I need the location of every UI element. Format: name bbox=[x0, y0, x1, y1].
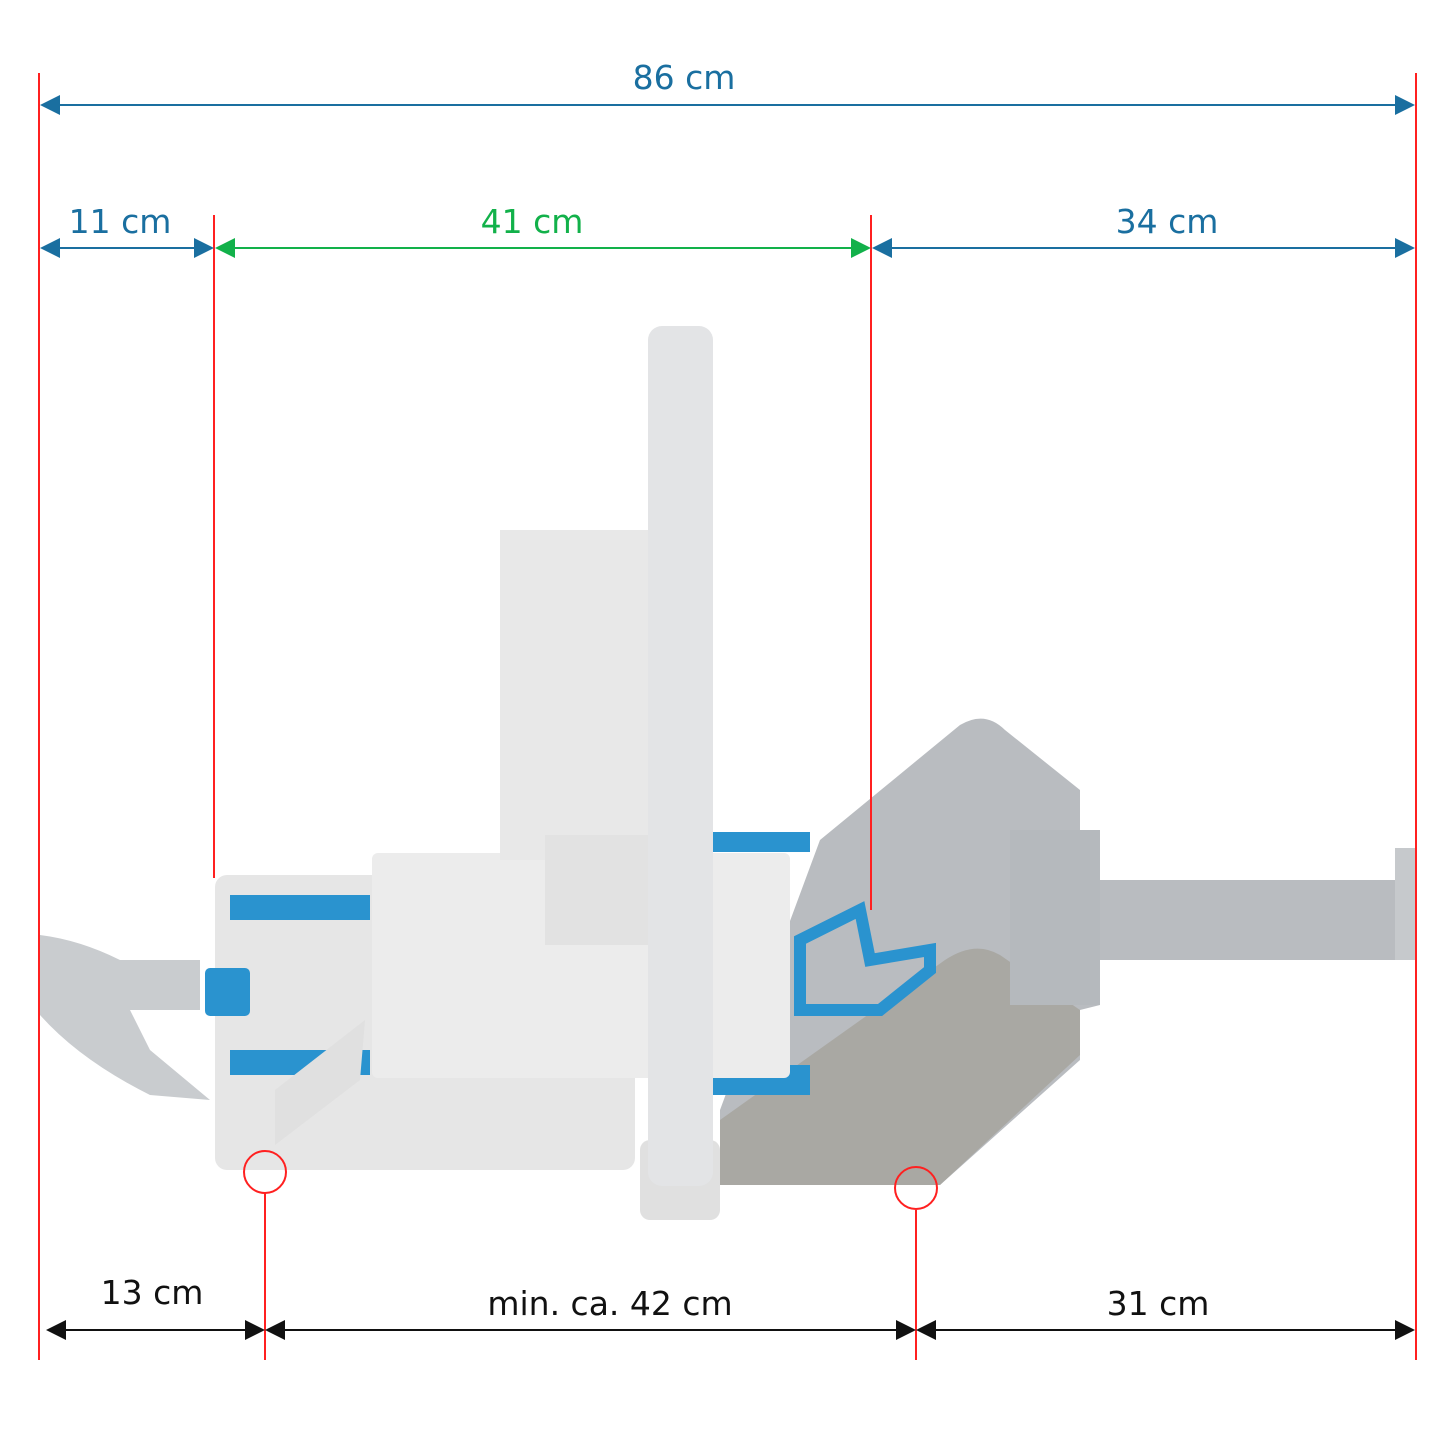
label-top-left: 11 cm bbox=[68, 202, 172, 241]
reference-lines bbox=[38, 73, 1417, 1360]
label-total: 86 cm bbox=[632, 58, 736, 97]
label-bottom-middle: min. ca. 42 cm bbox=[487, 1284, 733, 1323]
label-bottom-left: 13 cm bbox=[100, 1273, 204, 1312]
label-bottom-right: 31 cm bbox=[1106, 1284, 1210, 1323]
label-top-middle: 41 cm bbox=[480, 202, 584, 241]
label-top-right: 34 cm bbox=[1115, 202, 1219, 241]
product-illustration bbox=[40, 326, 1415, 1220]
